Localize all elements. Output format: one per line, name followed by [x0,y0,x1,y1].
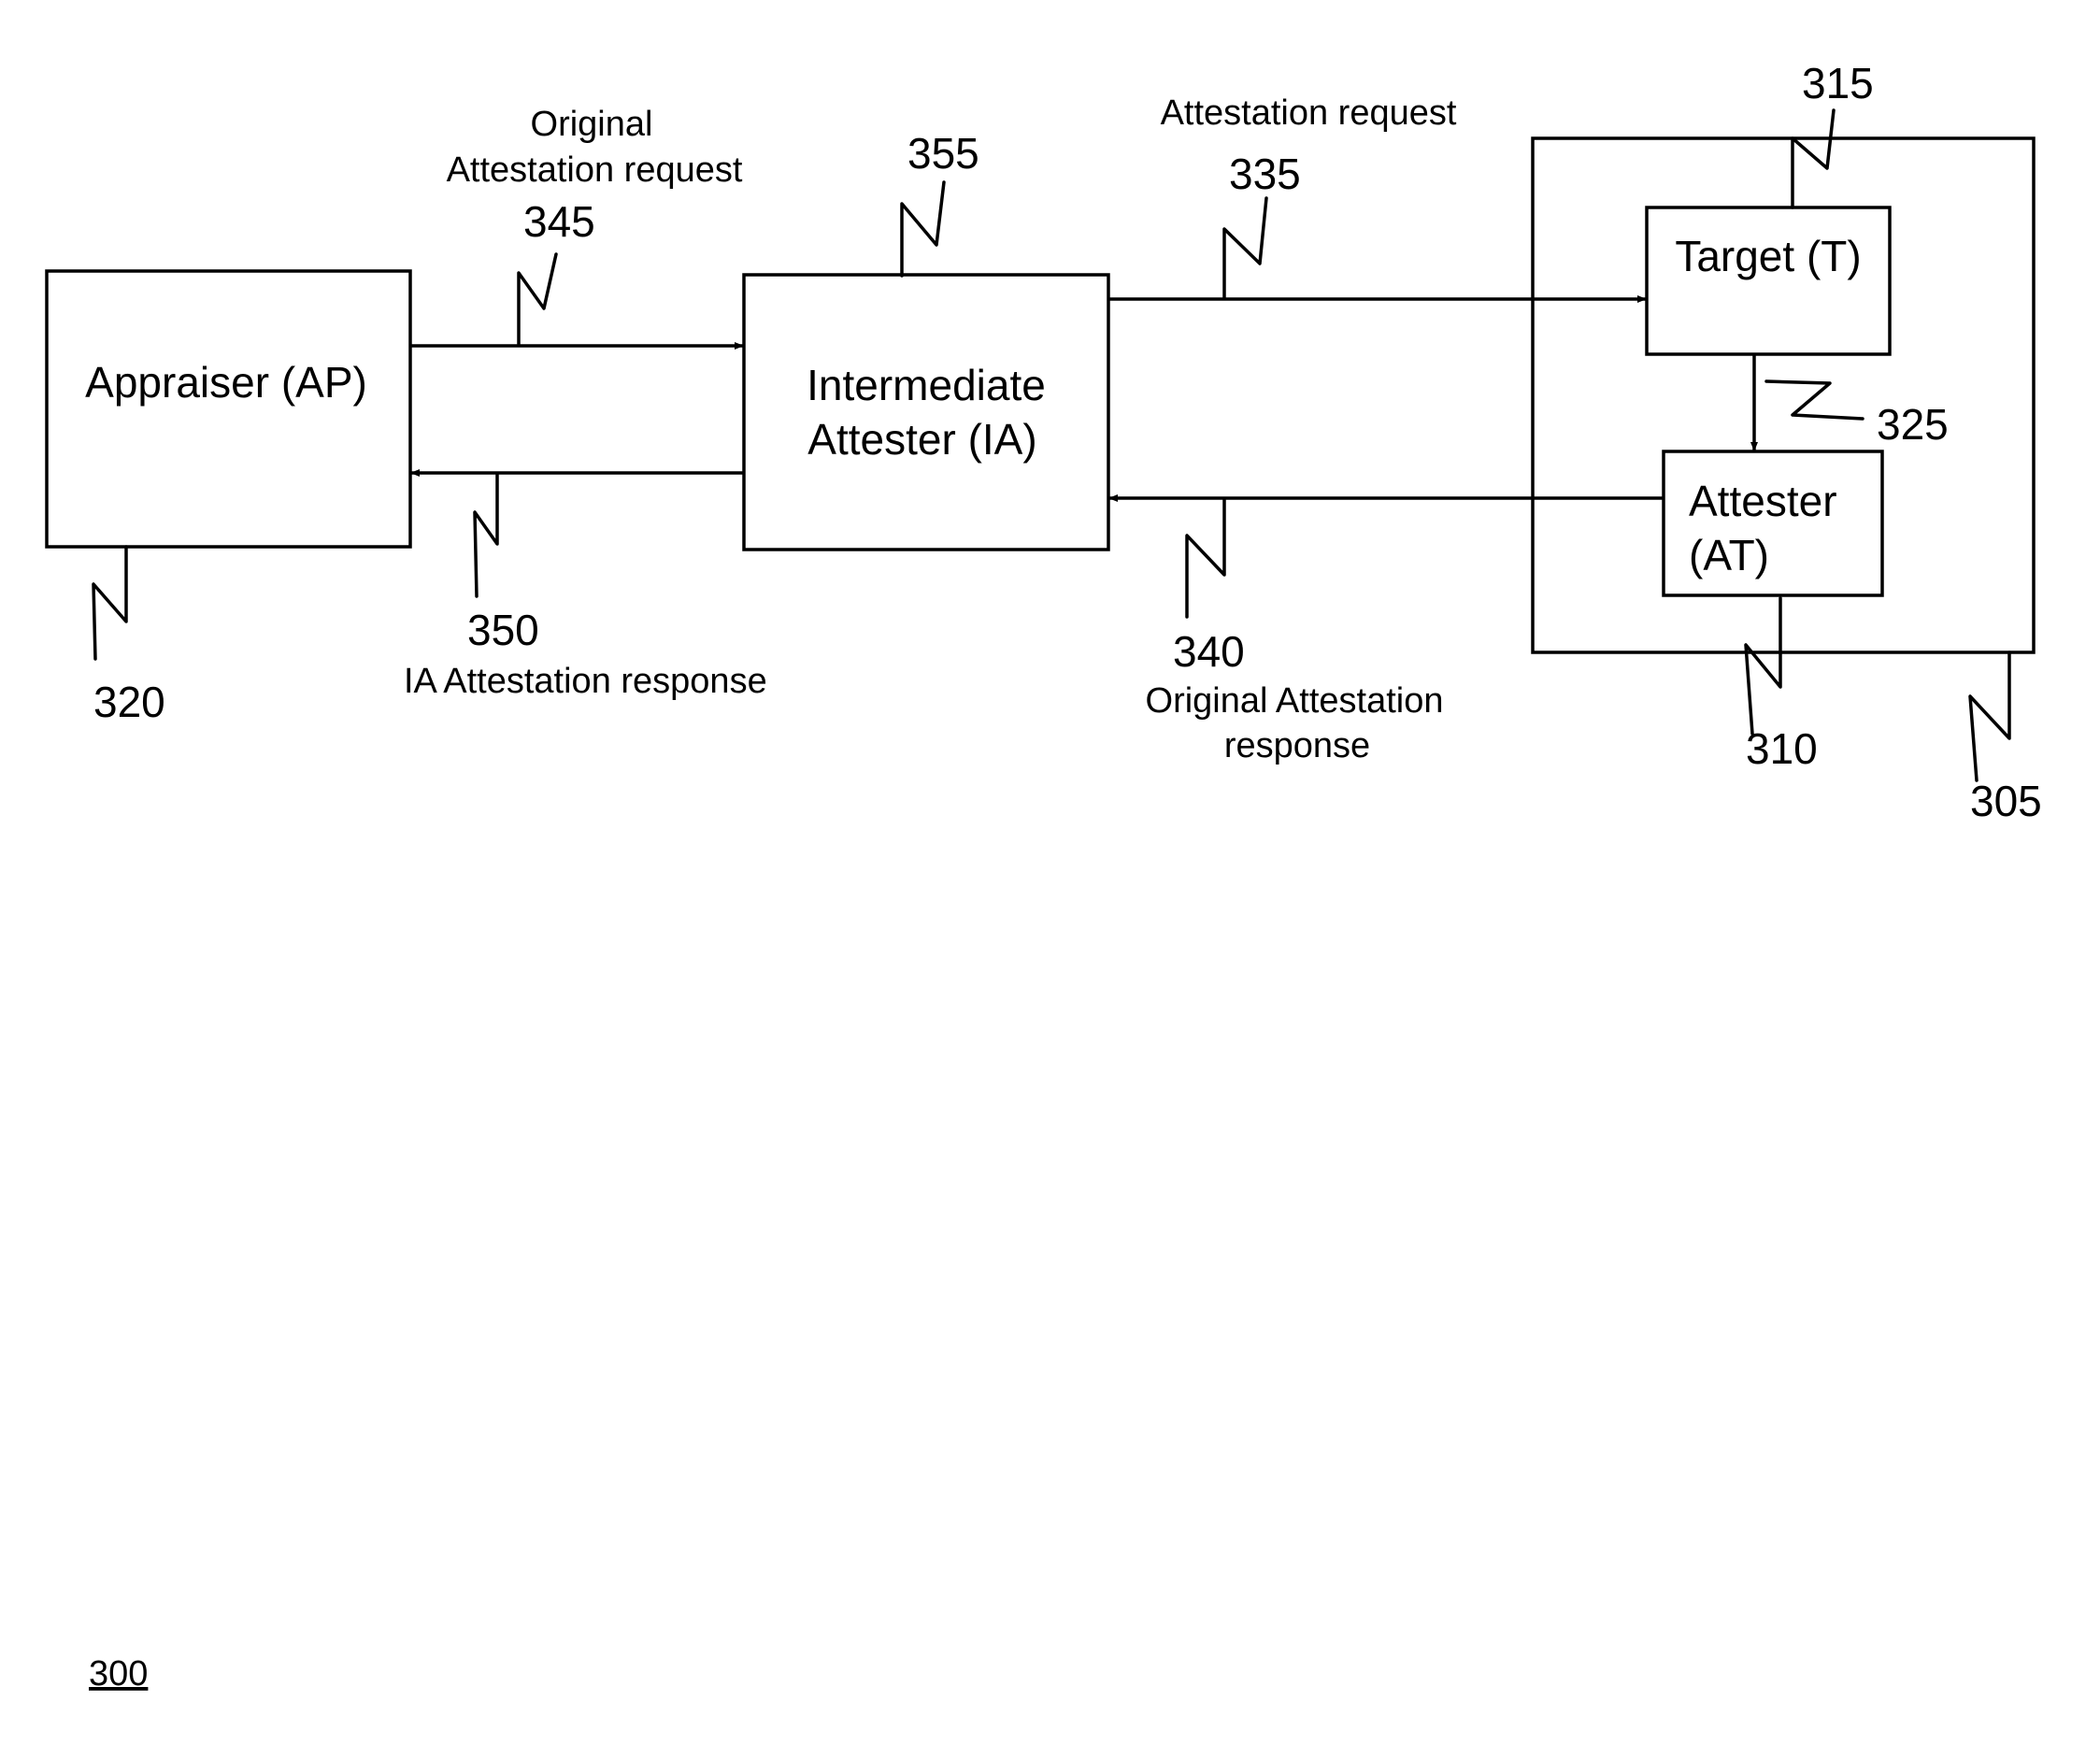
ia-response-label: IA Attestation response [404,662,767,701]
original-response-label-line1: Original Attestation [1146,681,1444,721]
ref-number-335: 335 [1229,150,1301,198]
ref-leader-320 [93,547,126,659]
target-label: Target (T) [1675,232,1861,280]
intermediate-attester-box [744,275,1108,550]
ref-number-350: 350 [467,606,539,654]
ref-number-355: 355 [907,129,979,178]
attestation-request-label: Attestation request [1161,93,1457,133]
appraiser-label: Appraiser (AP) [85,358,367,407]
target-box [1647,207,1890,354]
ref-number-315: 315 [1802,59,1874,107]
attester-label-line2: (AT) [1689,531,1769,579]
ref-leader-305 [1970,652,2009,780]
intermediate-attester-label-line2: Attester (IA) [807,415,1036,464]
ref-number-310: 310 [1746,724,1818,773]
ref-number-345: 345 [523,197,595,246]
ref-leader-350 [475,475,497,596]
figure-number: 300 [89,1654,148,1694]
attester-label-line1: Attester [1689,477,1837,525]
ref-number-305: 305 [1970,777,2042,825]
original-request-label-line1: Original [531,105,653,144]
ref-leader-355 [902,182,944,276]
appraiser-box [47,271,410,547]
ref-leader-345 [519,254,556,344]
ref-leader-340 [1187,500,1224,617]
ref-number-340: 340 [1173,627,1245,676]
ref-number-325: 325 [1877,400,1949,449]
original-response-label-line2: response [1224,726,1370,765]
ref-leader-335 [1224,198,1266,297]
intermediate-attester-label-line1: Intermediate [807,361,1046,409]
ref-number-320: 320 [93,678,165,726]
original-request-label-line2: Attestation request [447,150,743,190]
